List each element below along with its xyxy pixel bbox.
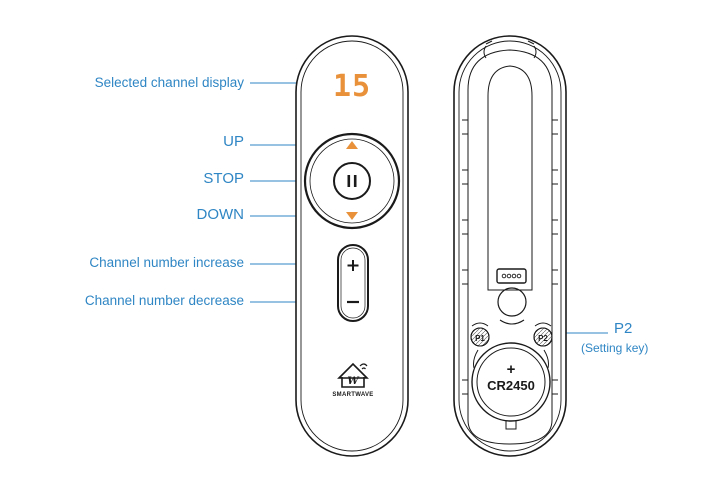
remote-back <box>453 35 567 457</box>
label-down: DOWN <box>196 206 245 223</box>
label-selected-channel-display: Selected channel display <box>94 75 244 90</box>
channel-display-digits: 15 <box>333 69 371 104</box>
plus-icon <box>347 260 359 271</box>
label-stop: STOP <box>203 170 244 187</box>
p1-button-label: P1 <box>475 334 485 343</box>
label-channel-decrease: Channel number decrease <box>84 293 244 308</box>
p2-button-label: P2 <box>538 334 548 343</box>
label-p2-setting-key: (Setting key) <box>581 341 649 355</box>
stop-button <box>333 162 371 200</box>
label-up: UP <box>223 133 244 150</box>
down-arrow-icon <box>346 212 358 220</box>
brand-logo-icon: W <box>337 362 369 388</box>
label-p2: P2 <box>614 320 633 337</box>
battery-model-text: CR2450 <box>487 378 535 393</box>
channel-rocker-button <box>337 244 369 322</box>
brand-text: SMARTWAVE <box>332 392 373 398</box>
up-arrow-icon <box>346 141 358 149</box>
remote-front: 15 W SMARTWAVE <box>295 35 409 457</box>
pause-icon <box>347 175 351 187</box>
battery-plus-sign: + <box>507 361 516 378</box>
svg-text:W: W <box>347 376 360 387</box>
label-channel-increase: Channel number increase <box>89 255 244 270</box>
